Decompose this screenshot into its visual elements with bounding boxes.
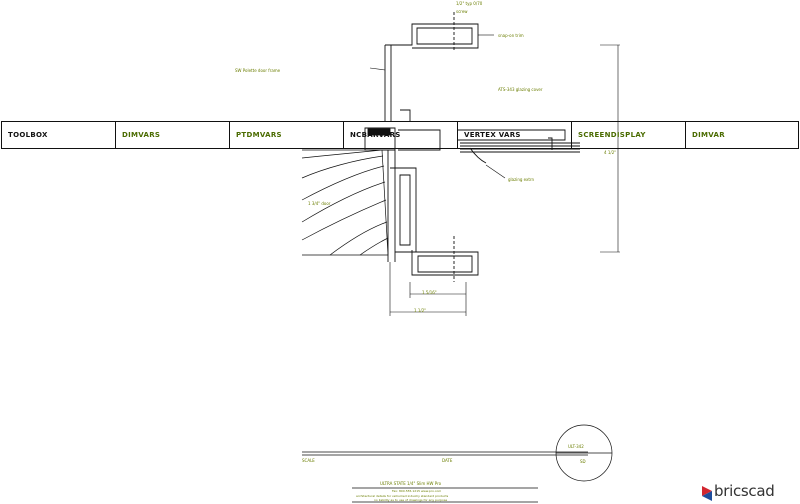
scale-label: SCALE — [302, 458, 315, 463]
title-line-1: Fax: 800.555.1215 www.pro.com — [392, 489, 442, 493]
annotation-top-2: screw — [456, 9, 468, 14]
date-label: DATE — [442, 458, 453, 463]
glazing-section — [364, 127, 580, 164]
annotation-snapon-trim: snap-on trim — [498, 33, 524, 38]
lower-extrusion — [387, 150, 479, 282]
callout-ref: ULT-342 — [568, 444, 584, 449]
annotation-glazing-ext: glazing extrn — [508, 177, 535, 182]
dimension-2: 1 1/2" — [414, 308, 427, 313]
annotation-door: 1 3/4" door — [308, 201, 331, 206]
toolbox-button[interactable]: TOOLBOX — [2, 122, 116, 148]
annotation-glazing-cover: ATS-343 glazing cover — [498, 87, 543, 92]
callout-sheet: SD — [580, 459, 586, 464]
ncbarvars-button[interactable]: NCBARVARS — [344, 122, 458, 148]
annotation-top-1: 1/2" typ 0/70 — [456, 1, 483, 6]
dimvars-button[interactable]: DIMVARS — [116, 122, 230, 148]
title-line-2: architectural details for vetrumed indus… — [356, 494, 449, 498]
vertex-vars-button[interactable]: VERTEX VARS — [458, 122, 572, 148]
annotation-frame: SW Polette door frame — [235, 68, 281, 73]
drawing-title: ULTRA STATE 1/4" Slim HW Pro — [380, 481, 442, 486]
title-block — [302, 424, 613, 503]
dimvar-button[interactable]: DIMVAR — [692, 131, 725, 139]
screendisplay-button[interactable]: SCREENDISPLAY — [572, 122, 686, 148]
door-section — [301, 149, 389, 256]
logo-text: bricscad — [714, 482, 775, 500]
dimension-right: 4 1/2" — [604, 150, 617, 155]
title-line-3: no liability as to use of drawings for a… — [374, 498, 448, 502]
ptdmvars-button[interactable]: PTDMVARS — [230, 122, 344, 148]
dimension-1: 1 5/16" — [422, 290, 437, 295]
bricscad-logo: bricscad — [696, 482, 775, 500]
dimensions — [389, 44, 620, 316]
cad-toolbar: TOOLBOX DIMVARS PTDMVARS NCBARVARS VERTE… — [1, 121, 799, 149]
frame-extrusion — [384, 12, 479, 122]
logo-mark — [702, 486, 712, 501]
leaders — [369, 34, 506, 179]
